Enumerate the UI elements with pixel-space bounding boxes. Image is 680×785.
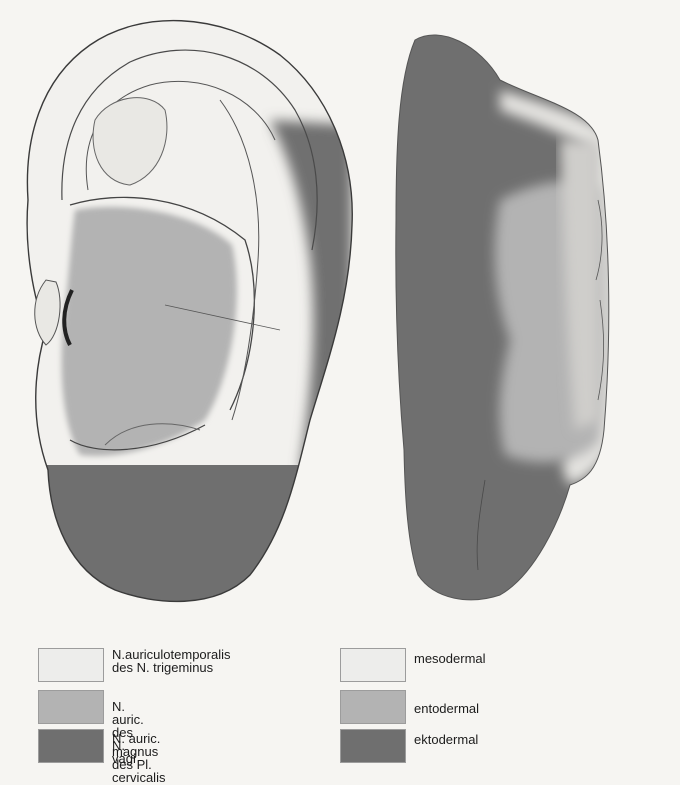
swatch-light — [340, 648, 406, 682]
legend-label: ektodermal — [414, 733, 478, 746]
legend-label-line1: N. auric. magnus — [112, 732, 165, 758]
swatch-dark — [38, 729, 104, 763]
swatch-mid — [340, 690, 406, 724]
legend-label-line2: des Pl. cervicalis — [112, 758, 165, 784]
legend-label-line2: des N. trigeminus — [112, 661, 231, 674]
auricle-front-view — [0, 0, 380, 630]
ear-innervation-figure — [0, 0, 680, 630]
legend-label: N. auric. magnus des Pl. cervicalis — [112, 732, 165, 784]
swatch-dark — [340, 729, 406, 763]
swatch-mid — [38, 690, 104, 724]
legend-label: mesodermal — [414, 652, 486, 665]
swatch-light — [38, 648, 104, 682]
auricle-side-view — [380, 0, 680, 630]
legend-label: N.auriculotemporalis des N. trigeminus — [112, 648, 231, 674]
legend-label: entodermal — [414, 702, 479, 715]
